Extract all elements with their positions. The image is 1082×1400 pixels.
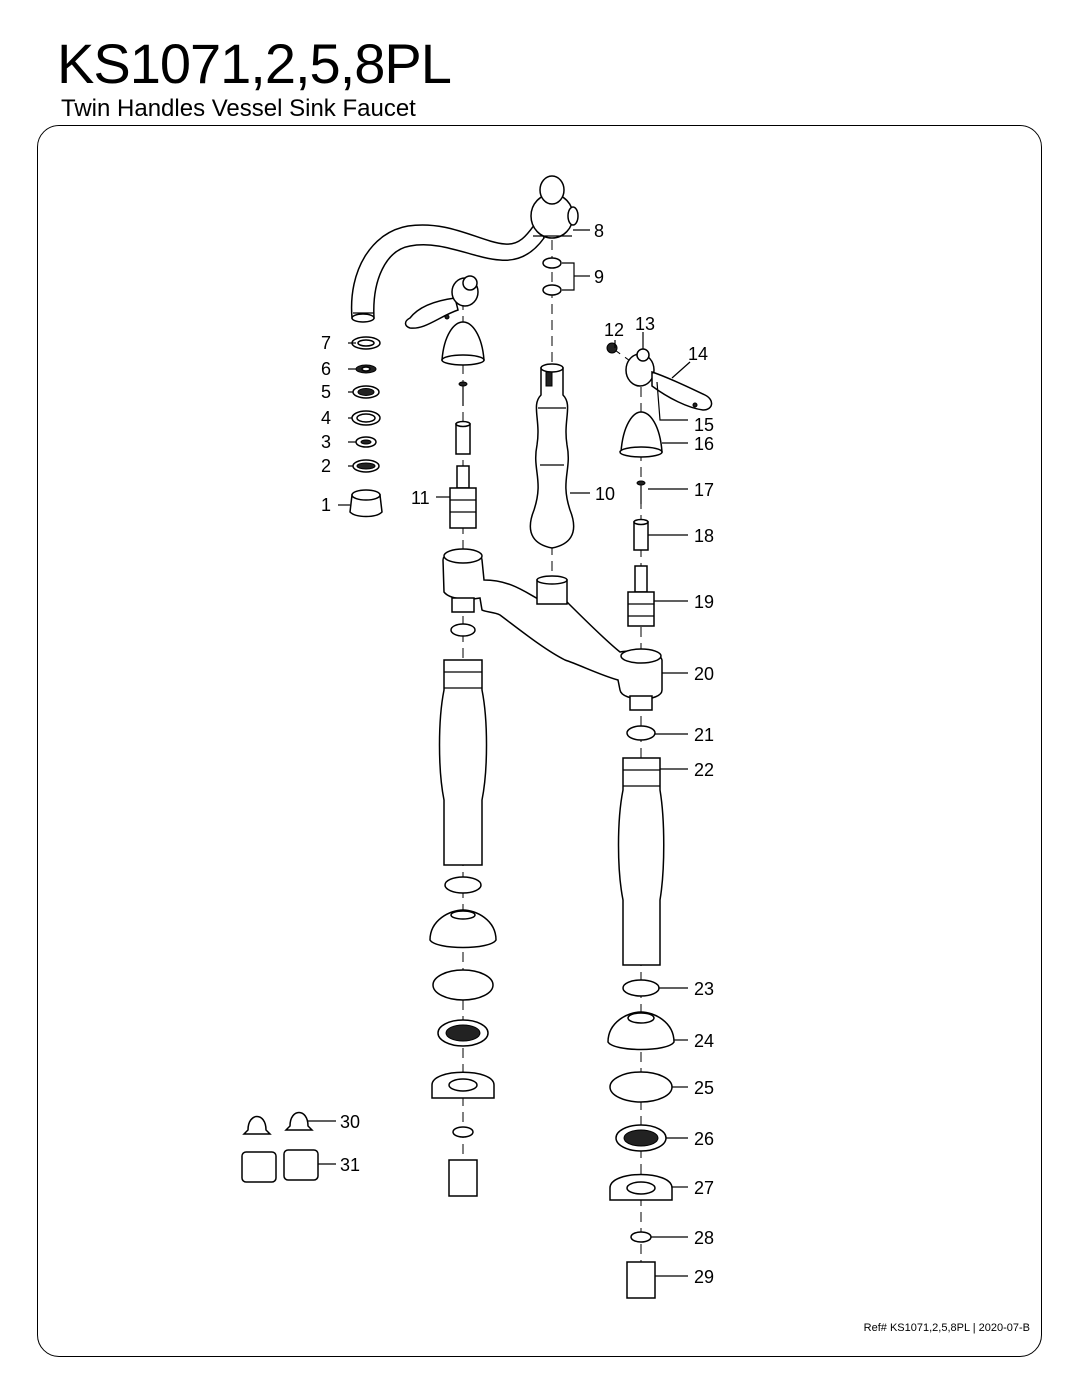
callout-2: 2 xyxy=(321,456,331,476)
leader-lines xyxy=(308,229,691,1277)
callout-21: 21 xyxy=(694,725,714,745)
compression-fittings xyxy=(241,1111,319,1183)
callout-30: 30 xyxy=(340,1112,360,1132)
callout-4: 4 xyxy=(321,408,331,428)
model-title: KS1071,2,5,8PL xyxy=(57,32,452,95)
right-handle-part xyxy=(606,342,713,411)
spout-part xyxy=(350,175,579,323)
callout-25: 25 xyxy=(694,1078,714,1098)
callout-10: 10 xyxy=(595,484,615,504)
callout-19: 19 xyxy=(694,592,714,612)
callout-14: 14 xyxy=(688,344,708,364)
callout-6: 6 xyxy=(321,359,331,379)
reference-footer: Ref# KS1071,2,5,8PL | 2020-07-B xyxy=(863,1322,1030,1334)
right-cap-part xyxy=(619,411,663,458)
callout-18: 18 xyxy=(694,526,714,546)
left-handle-part xyxy=(404,275,479,329)
callout-17: 17 xyxy=(694,480,714,500)
diagram-frame xyxy=(37,125,1042,1357)
left-cartridge-part xyxy=(449,465,477,529)
callout-16: 16 xyxy=(694,434,714,454)
callout-5: 5 xyxy=(321,382,331,402)
callout-13: 13 xyxy=(635,314,655,334)
callout-27: 27 xyxy=(694,1178,714,1198)
callout-29: 29 xyxy=(694,1267,714,1287)
callout-numbers: 7 6 5 4 3 2 1 8 9 10 11 12 13 14 15 16 1… xyxy=(321,221,714,1287)
callout-23: 23 xyxy=(694,979,714,999)
faucet-body-part xyxy=(442,548,663,711)
left-shank-assembly xyxy=(429,623,497,1197)
left-small-parts-stack xyxy=(349,336,383,518)
right-adapter-part xyxy=(633,518,649,551)
callout-15: 15 xyxy=(694,415,714,435)
callout-12: 12 xyxy=(604,320,624,340)
callout-24: 24 xyxy=(694,1031,714,1051)
callout-11: 11 xyxy=(411,488,430,508)
left-screw-part xyxy=(458,381,468,406)
product-description: Twin Handles Vessel Sink Faucet xyxy=(61,95,416,122)
left-adapter-part xyxy=(455,420,471,455)
right-shank-assembly xyxy=(607,725,675,1299)
spout-orings-part xyxy=(542,257,562,296)
callout-8: 8 xyxy=(594,221,604,241)
right-screw-part xyxy=(636,480,646,504)
callout-31: 31 xyxy=(340,1155,360,1175)
spout-shank-part xyxy=(529,363,575,549)
right-cartridge-part xyxy=(627,565,655,627)
callout-9: 9 xyxy=(594,267,604,287)
callout-1: 1 xyxy=(321,495,331,515)
callout-20: 20 xyxy=(694,664,714,684)
callout-7: 7 xyxy=(321,333,331,353)
callout-3: 3 xyxy=(321,432,331,452)
callout-22: 22 xyxy=(694,760,714,780)
callout-28: 28 xyxy=(694,1228,714,1248)
callout-26: 26 xyxy=(694,1129,714,1149)
left-cap-part xyxy=(441,321,485,366)
